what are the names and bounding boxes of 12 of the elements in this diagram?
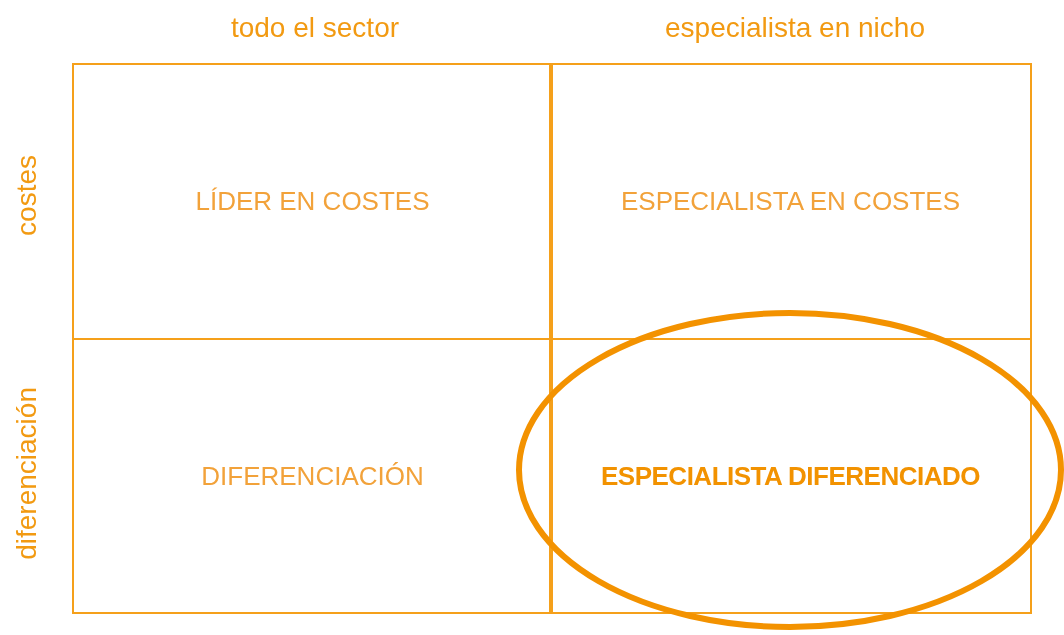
matrix-cell xyxy=(549,63,1032,340)
column-header: todo el sector xyxy=(230,12,400,44)
matrix-cell xyxy=(72,338,553,614)
cell-label: ESPECIALISTA EN COSTES xyxy=(620,186,961,217)
row-header: diferenciación xyxy=(11,386,43,560)
cell-label: ESPECIALISTA DIFERENCIADO xyxy=(601,460,980,492)
matrix-cell xyxy=(72,63,553,340)
column-header: especialista en nicho xyxy=(665,12,925,44)
cell-label: LÍDER EN COSTES xyxy=(195,186,430,217)
matrix-cell xyxy=(549,338,1032,614)
row-header: costes xyxy=(11,154,43,236)
cell-label: DIFERENCIACIÓN xyxy=(201,460,424,492)
